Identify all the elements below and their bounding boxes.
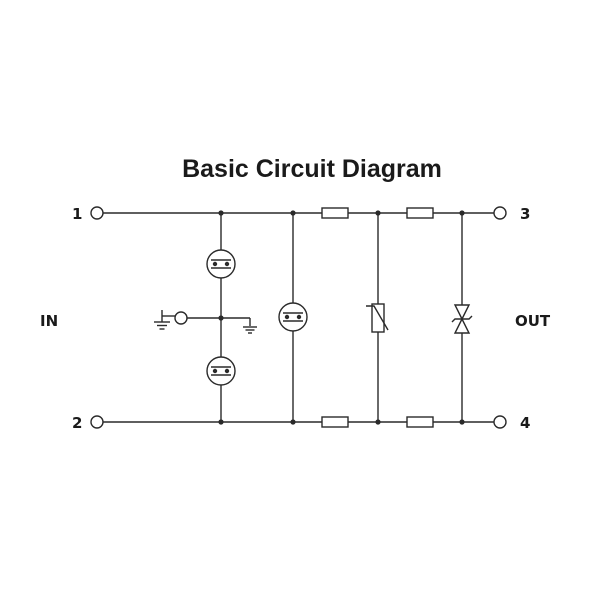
resistor-icon bbox=[321, 207, 349, 219]
terminal-3 bbox=[493, 206, 507, 220]
input-label: IN bbox=[40, 312, 58, 330]
terminal-2 bbox=[90, 415, 104, 429]
terminal-label-4: 4 bbox=[520, 414, 530, 432]
terminal-label-1: 1 bbox=[72, 205, 82, 223]
resistor-icon bbox=[406, 207, 434, 219]
terminal-1 bbox=[90, 206, 104, 220]
gdt-branch bbox=[187, 213, 257, 422]
resistor-icon bbox=[406, 416, 434, 428]
ground-terminal bbox=[174, 311, 188, 325]
gas-discharge-tube-icon bbox=[278, 302, 308, 332]
terminal-4 bbox=[493, 415, 507, 429]
junction-dots bbox=[218, 210, 465, 425]
terminal-label-2: 2 bbox=[72, 414, 82, 432]
diagram-title: Basic Circuit Diagram bbox=[182, 155, 442, 183]
gas-discharge-tube-icon bbox=[206, 249, 236, 279]
gas-discharge-tube-icon bbox=[206, 356, 236, 386]
varistor-icon bbox=[366, 303, 389, 333]
resistor-icon bbox=[321, 416, 349, 428]
terminal-label-3: 3 bbox=[520, 205, 530, 223]
output-label: OUT bbox=[515, 312, 551, 330]
ground-icon bbox=[154, 310, 175, 330]
bidirectional-tvs-diode-icon bbox=[451, 304, 473, 334]
